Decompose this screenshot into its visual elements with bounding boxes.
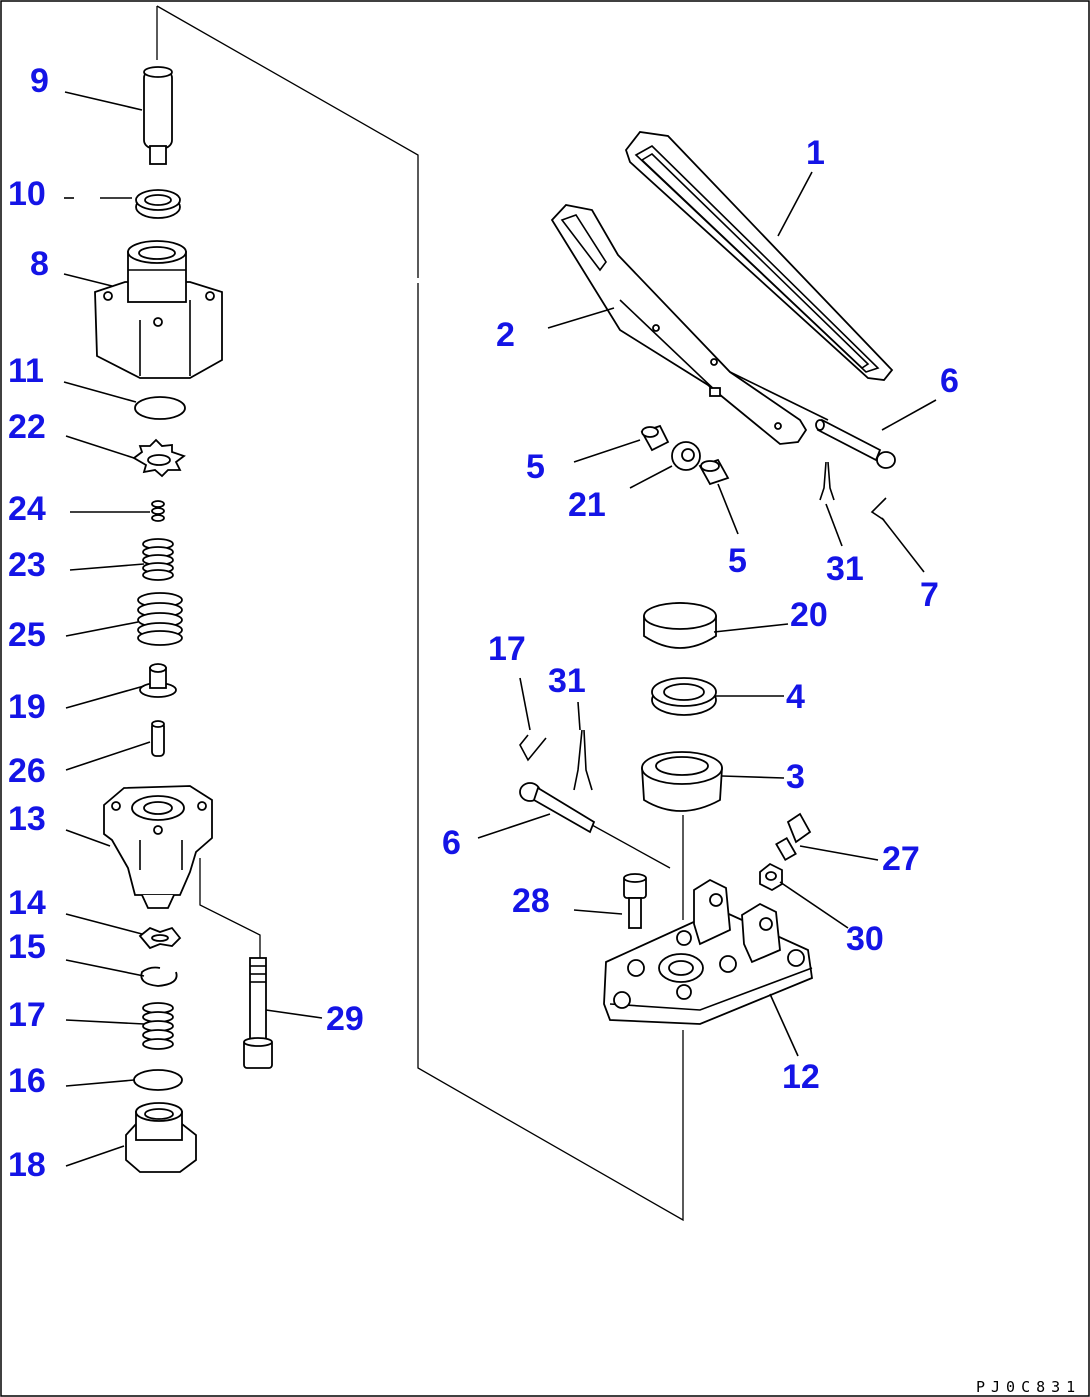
callout-3: 3 bbox=[786, 758, 805, 796]
callout-22: 22 bbox=[8, 408, 46, 446]
callout-27: 27 bbox=[882, 840, 920, 878]
callout-9: 9 bbox=[30, 62, 49, 100]
callout-12: 12 bbox=[782, 1058, 820, 1096]
part-6-pin-upper bbox=[815, 418, 896, 469]
callout-5-upper: 5 bbox=[526, 448, 545, 486]
part-7-clip bbox=[870, 497, 887, 521]
part-15-snap-ring bbox=[140, 966, 178, 987]
part-14-lock-washer bbox=[138, 926, 182, 950]
part-16-o-ring bbox=[133, 1069, 183, 1091]
part-5-bushing-b bbox=[698, 458, 730, 486]
callout-15: 15 bbox=[8, 928, 46, 966]
part-27-fitting bbox=[775, 812, 812, 862]
part-6-pin-lower bbox=[519, 782, 596, 834]
callout-19: 19 bbox=[8, 688, 46, 726]
part-24-small-spring bbox=[151, 500, 165, 522]
part-19-retainer bbox=[139, 663, 177, 698]
part-18-plug bbox=[125, 1102, 197, 1173]
part-12-base-plate bbox=[603, 878, 813, 1025]
drawing-code: PJ0C831 bbox=[976, 1378, 1081, 1396]
part-5-bushing-a bbox=[640, 424, 670, 452]
part-9-push-rod bbox=[143, 66, 173, 165]
callout-13: 13 bbox=[8, 800, 46, 838]
part-13-housing bbox=[103, 785, 213, 909]
callout-6-upper: 6 bbox=[940, 362, 959, 400]
part-3-boot bbox=[641, 751, 723, 812]
callout-2: 2 bbox=[496, 316, 515, 354]
callout-26: 26 bbox=[8, 752, 46, 790]
part-17-clip bbox=[519, 734, 547, 762]
part-8-body bbox=[94, 240, 223, 379]
callout-20: 20 bbox=[790, 596, 828, 634]
callout-8: 8 bbox=[30, 245, 49, 283]
callout-18: 18 bbox=[8, 1146, 46, 1184]
part-31-cotter-pin-a bbox=[819, 461, 835, 501]
part-30-nut bbox=[759, 862, 783, 892]
part-25-large-spring bbox=[137, 592, 183, 646]
part-17-spring bbox=[142, 1002, 174, 1050]
callout-4: 4 bbox=[786, 678, 805, 716]
callout-10: 10 bbox=[8, 175, 46, 213]
callout-21: 21 bbox=[568, 486, 606, 524]
callout-14: 14 bbox=[8, 884, 46, 922]
part-31-cotter-pin-b bbox=[573, 729, 593, 791]
leader-lines bbox=[63, 91, 937, 1167]
part-1-pedal bbox=[624, 131, 894, 381]
callout-31-lower: 31 bbox=[548, 662, 586, 700]
callout-25: 25 bbox=[8, 616, 46, 654]
callout-23: 23 bbox=[8, 546, 46, 584]
callout-labels: 9 10 8 11 22 24 23 25 19 26 13 14 15 17 … bbox=[8, 62, 959, 1184]
callout-28: 28 bbox=[512, 882, 550, 920]
callout-17-right: 17 bbox=[488, 630, 526, 668]
callout-30: 30 bbox=[846, 920, 884, 958]
callout-7: 7 bbox=[920, 576, 939, 614]
callout-24: 24 bbox=[8, 490, 46, 528]
part-20-cap bbox=[643, 602, 717, 649]
part-11-o-ring bbox=[134, 396, 186, 420]
assembly-guide-lines bbox=[156, 5, 684, 1222]
callout-6-lower: 6 bbox=[442, 824, 461, 862]
part-28-bolt bbox=[623, 873, 647, 929]
part-10-seal bbox=[135, 189, 181, 219]
callout-31-upper: 31 bbox=[826, 550, 864, 588]
part-26-pin bbox=[151, 720, 165, 757]
callout-5-lower: 5 bbox=[728, 542, 747, 580]
part-2-pedal-arm bbox=[550, 204, 829, 445]
part-21-washer bbox=[671, 441, 701, 471]
part-22-lock-washer bbox=[132, 438, 186, 478]
part-4-seal bbox=[651, 677, 717, 716]
callout-16: 16 bbox=[8, 1062, 46, 1100]
callout-11: 11 bbox=[8, 352, 44, 390]
part-29-bolt bbox=[243, 957, 273, 1069]
callout-1: 1 bbox=[806, 134, 825, 172]
part-23-spring bbox=[142, 538, 174, 581]
callout-29: 29 bbox=[326, 1000, 364, 1038]
callout-17-left: 17 bbox=[8, 996, 46, 1034]
